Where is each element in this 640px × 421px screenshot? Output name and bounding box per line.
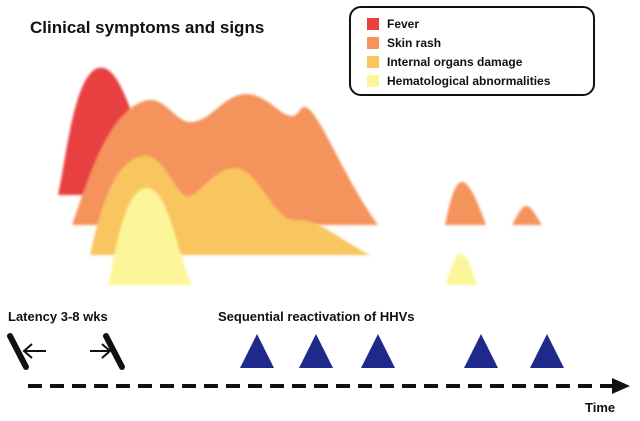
latency-label: Latency 3-8 wks: [8, 309, 108, 324]
latency-end-bar: [103, 333, 125, 370]
latency-right-arrow-icon: [90, 343, 112, 359]
hhv-triangle-4: [464, 334, 498, 368]
hhv-triangle-1: [240, 334, 274, 368]
hematological-curve: [108, 187, 192, 285]
latency-start-bar: [7, 333, 29, 370]
legend-swatch-hematological: [367, 75, 379, 87]
legend-label-fever: Fever: [387, 17, 420, 31]
time-axis-label: Time: [585, 400, 616, 415]
skin-rash-small-hump-2: [512, 206, 542, 225]
hhv-triangle-3: [361, 334, 395, 368]
legend-swatch-internal-organs: [367, 56, 379, 68]
hhv-triangle-5: [530, 334, 564, 368]
legend-item-fever: Fever: [367, 17, 419, 31]
legend-swatch-skin-rash: [367, 37, 379, 49]
legend-label-hematological: Hematological abnormalities: [387, 74, 551, 88]
hhv-reactivation-label: Sequential reactivation of HHVs: [218, 309, 415, 324]
legend-swatch-fever: [367, 18, 379, 30]
legend-item-hematological: Hematological abnormalities: [367, 74, 550, 88]
legend-label-internal-organs: Internal organs damage: [387, 55, 523, 69]
legend: Fever Skin rash Internal organs damage H…: [349, 6, 595, 96]
hhv-triangle-2: [299, 334, 333, 368]
legend-item-skin-rash: Skin rash: [367, 36, 441, 50]
time-axis-arrowhead-icon: [612, 378, 630, 394]
diagram-title: Clinical symptoms and signs: [30, 18, 265, 37]
legend-item-internal-organs: Internal organs damage: [367, 55, 522, 69]
hematological-small-hump: [446, 254, 477, 285]
latency-left-arrow-icon: [22, 343, 46, 359]
skin-rash-small-hump-1: [445, 182, 486, 225]
legend-label-skin-rash: Skin rash: [387, 36, 442, 50]
